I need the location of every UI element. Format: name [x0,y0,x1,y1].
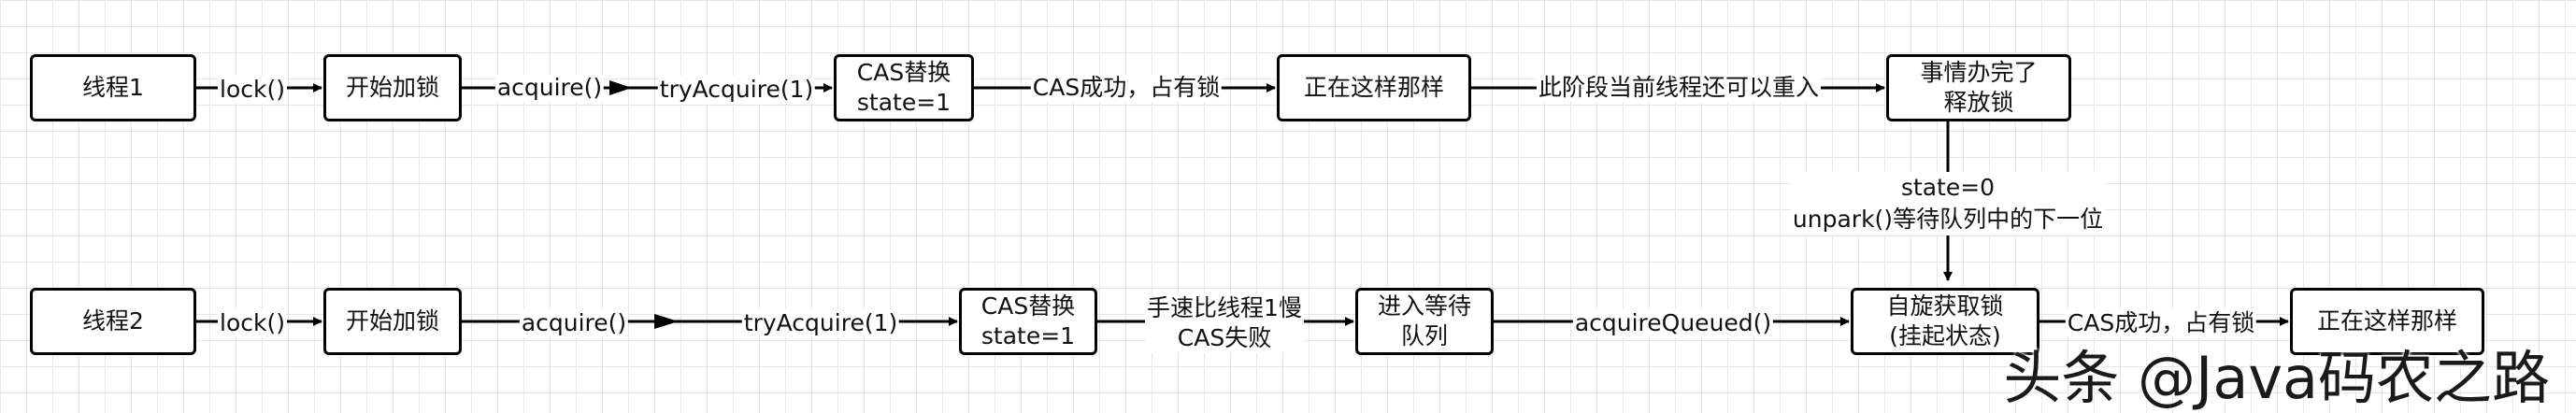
node-r2-spin-acquire: 自旋获取锁 (挂起状态) [1851,288,2039,355]
node-r2-start-lock: 开始加锁 [323,288,462,355]
label-r2-acquire: acquire() [519,309,629,337]
node-r2-start-lock-text: 开始加锁 [345,307,439,335]
watermark: 头条 @Java码农之路 [2003,344,2550,412]
node-r1-done-release: 事情办完了 释放锁 [1886,54,2071,121]
node-r1-cas-replace-line1: CAS替换 [856,59,952,86]
label-r2-lock: lock() [218,309,287,337]
node-r2-enqueue-line1: 进入等待 [1377,292,1471,320]
node-r1-doing: 正在这样那样 [1277,54,1471,121]
label-r1-cas-success: CAS成功，占有锁 [1030,74,1223,102]
node-r2-enqueue-line2: 队列 [1400,322,1448,349]
node-r1-start-lock: 开始加锁 [323,54,462,121]
node-r2-doing-text: 正在这样那样 [2316,307,2457,335]
node-r1-cas-replace: CAS替换 state=1 [834,54,974,121]
label-r2-slower-line1: 手速比线程1慢 [1147,294,1302,321]
label-r1-acquire: acquire() [494,74,605,102]
node-r2-doing: 正在这样那样 [2290,288,2484,355]
label-vertical-line2: unpark()等待队列中的下一位 [1792,206,2104,233]
node-thread-2-text: 线程2 [82,307,144,335]
node-r2-cas-replace-line2: state=1 [980,322,1076,349]
label-vertical-unpark: state=0 unpark()等待队列中的下一位 [1790,172,2106,235]
label-r2-slower: 手速比线程1慢 CAS失败 [1145,293,1304,353]
node-thread-1: 线程1 [30,54,196,121]
node-r2-enqueue: 进入等待 队列 [1355,288,1494,355]
node-r2-spin-line2: (挂起状态) [1889,322,2001,349]
node-thread-1-text: 线程1 [82,74,144,101]
edge-r1-mid-arrowhead [609,80,632,95]
edge-r2-mid-arrowhead [654,314,679,329]
node-r1-done-line2: 释放锁 [1943,89,2014,116]
node-r1-done-line1: 事情办完了 [1920,59,2038,86]
node-r1-doing-text: 正在这样那样 [1303,74,1444,101]
label-r1-reentrant: 此阶段当前线程还可以重入 [1536,74,1822,102]
node-r2-spin-line1: 自旋获取锁 [1886,292,2004,320]
label-vertical-line1: state=0 [1900,174,1996,201]
label-r1-tryacquire: tryAcquire(1) [657,76,816,104]
label-r2-tryacquire: tryAcquire(1) [741,309,900,337]
label-r2-slower-line2: CAS失败 [1177,324,1272,351]
node-r1-start-lock-text: 开始加锁 [345,74,439,101]
node-r2-cas-replace-line1: CAS替换 [980,292,1076,320]
label-r2-cas-success: CAS成功，占有锁 [2065,309,2257,337]
label-r2-acquire-queued: acquireQueued() [1572,309,1774,337]
node-r2-cas-replace: CAS替换 state=1 [959,288,1097,355]
label-r1-lock: lock() [218,76,287,104]
node-r1-cas-replace-line2: state=1 [856,89,952,116]
node-thread-2: 线程2 [30,288,196,355]
